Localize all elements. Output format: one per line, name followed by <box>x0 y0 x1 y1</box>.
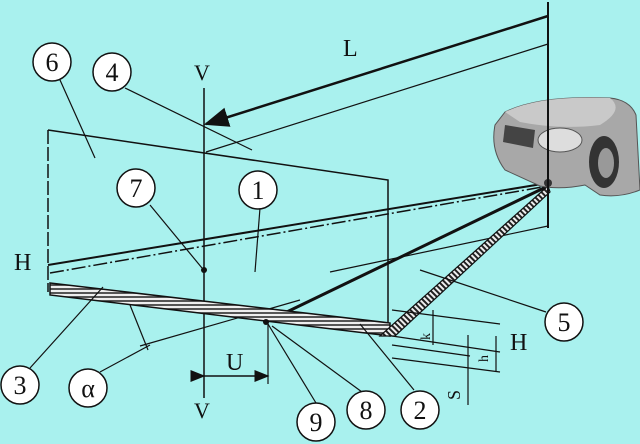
label-v-top: V <box>194 60 210 85</box>
label-u: U <box>226 350 243 376</box>
beam-floor-strip <box>378 184 551 337</box>
point-7 <box>201 267 207 273</box>
callout-3: 3 <box>0 365 40 405</box>
callout-5: 5 <box>544 302 584 342</box>
callout-8: 8 <box>346 390 386 430</box>
callouts: 6 4 7 1 3 α 9 8 2 5 <box>0 42 584 442</box>
horizontal-line-h <box>47 182 549 266</box>
callout-4: 4 <box>92 52 132 92</box>
dimension-lines <box>391 309 501 405</box>
svg-text:α: α <box>81 374 95 403</box>
car-image <box>493 97 640 197</box>
point-8 <box>263 319 269 325</box>
axis-line-1 <box>49 185 549 274</box>
label-h-right: H <box>510 330 527 356</box>
label-l: L <box>343 36 358 62</box>
alpha-line <box>139 299 301 347</box>
callout-alpha: α <box>68 368 108 408</box>
alpha-arc <box>129 304 149 351</box>
label-h: h <box>477 355 492 362</box>
light-spot-strip <box>49 282 391 337</box>
callout-2: 2 <box>400 390 440 430</box>
svg-text:3: 3 <box>14 371 27 400</box>
label-h-left: H <box>14 250 31 276</box>
distance-l-arrow <box>203 14 549 127</box>
svg-text:6: 6 <box>46 48 59 77</box>
screen <box>47 129 389 335</box>
leader-lines <box>29 79 547 404</box>
svg-text:1: 1 <box>252 176 265 205</box>
screen-top-line <box>205 43 549 153</box>
label-k: k <box>419 333 434 340</box>
callout-1: 1 <box>238 170 278 210</box>
svg-text:9: 9 <box>310 408 323 437</box>
beam-line <box>265 184 549 324</box>
ground-line <box>329 225 549 273</box>
callout-9: 9 <box>296 402 336 442</box>
svg-text:2: 2 <box>414 396 427 425</box>
svg-text:4: 4 <box>106 58 119 87</box>
svg-text:5: 5 <box>558 308 571 337</box>
svg-text:8: 8 <box>360 396 373 425</box>
callout-7: 7 <box>116 168 156 208</box>
callout-6: 6 <box>32 42 72 82</box>
label-v-bottom: V <box>194 398 210 423</box>
svg-text:7: 7 <box>130 174 143 203</box>
label-s: S <box>444 390 464 400</box>
